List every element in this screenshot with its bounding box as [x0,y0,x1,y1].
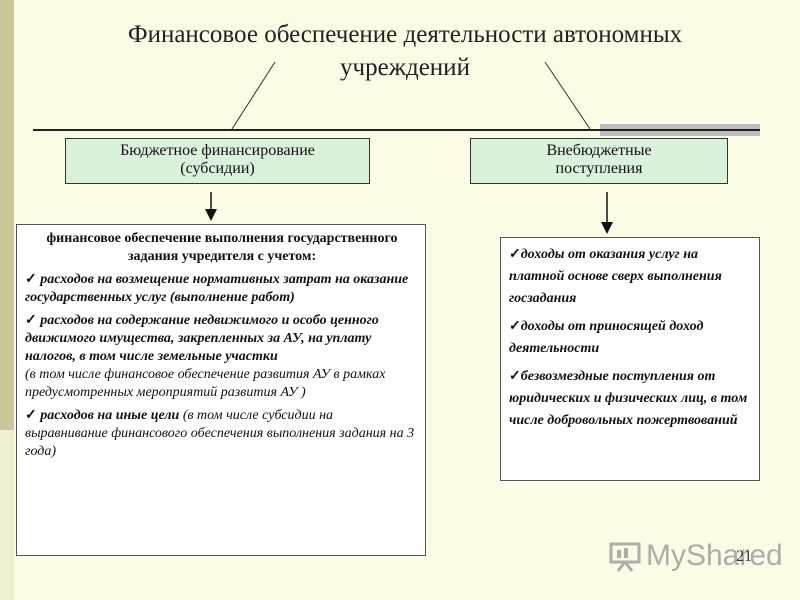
list-item-text: доходы от оказания услуг на платной осно… [509,247,722,306]
check-icon: ✓ [509,319,521,334]
title-line-2: учреждений [340,54,470,81]
slide-title: Финансовое обеспечение деятельности авто… [60,18,750,84]
list-item-text: безвозмездные поступления от юридических… [509,369,748,428]
check-icon: ✓ [25,272,37,287]
watermark-text: MyShared [646,539,783,572]
left-panel-heading: финансовое обеспечение выполнения госуда… [46,231,398,264]
list-item-text: расходов на содержание недвижимого и осо… [25,313,379,364]
list-item-text: расходов на возмещение нормативных затра… [25,272,409,305]
state-task-financing-panel: финансовое обеспечение выполнения госуда… [16,224,426,556]
check-icon: ✓ [25,313,37,328]
list-item-text: доходы от приносящей доход деятельности [509,319,704,356]
check-icon: ✓ [509,369,521,384]
list-item: ✓ расходов на содержание недвижимого и о… [25,312,419,366]
extrabudgetary-income-panel: ✓доходы от оказания услуг на платной осн… [500,237,760,481]
list-item: ✓безвозмездные поступления от юридически… [509,366,753,432]
list-item-text: (в том числе субсидии на выравнивание фи… [25,408,415,459]
budget-financing-box: Бюджетное финансирование (субсидии) [65,138,370,184]
check-icon: ✓ [25,408,37,423]
myshared-watermark: MyShared [608,536,783,576]
page-number: 21 [736,548,752,565]
presentation-icon [609,542,641,572]
check-icon: ✓ [509,247,521,262]
budget-box-line-1: Бюджетное финансирование [120,142,315,159]
extra-box-line-1: Внебюджетные [546,142,652,159]
left-accent-bar [0,0,14,430]
list-item: ✓доходы от оказания услуг на платной осн… [509,244,753,310]
list-item-bold: расходов на иные цели [40,408,180,423]
budget-box-line-2: (субсидии) [180,160,255,177]
horizontal-divider [33,129,760,131]
title-connector-left [231,61,276,130]
list-item: ✓ расходов на возмещение нормативных зат… [25,271,419,307]
title-line-1: Финансовое обеспечение деятельности авто… [127,21,683,48]
list-item: ✓ расходов на иные цели (в том числе суб… [25,407,419,461]
list-item: ✓доходы от приносящей доход деятельности [509,316,753,360]
extra-box-line-2: поступления [555,160,643,177]
extrabudgetary-box: Внебюджетные поступления [470,138,728,184]
title-connector-right [544,61,591,130]
list-item-note: (в том числе финансовое обеспечение разв… [25,367,386,400]
left-accent-bar-lower [0,430,14,600]
